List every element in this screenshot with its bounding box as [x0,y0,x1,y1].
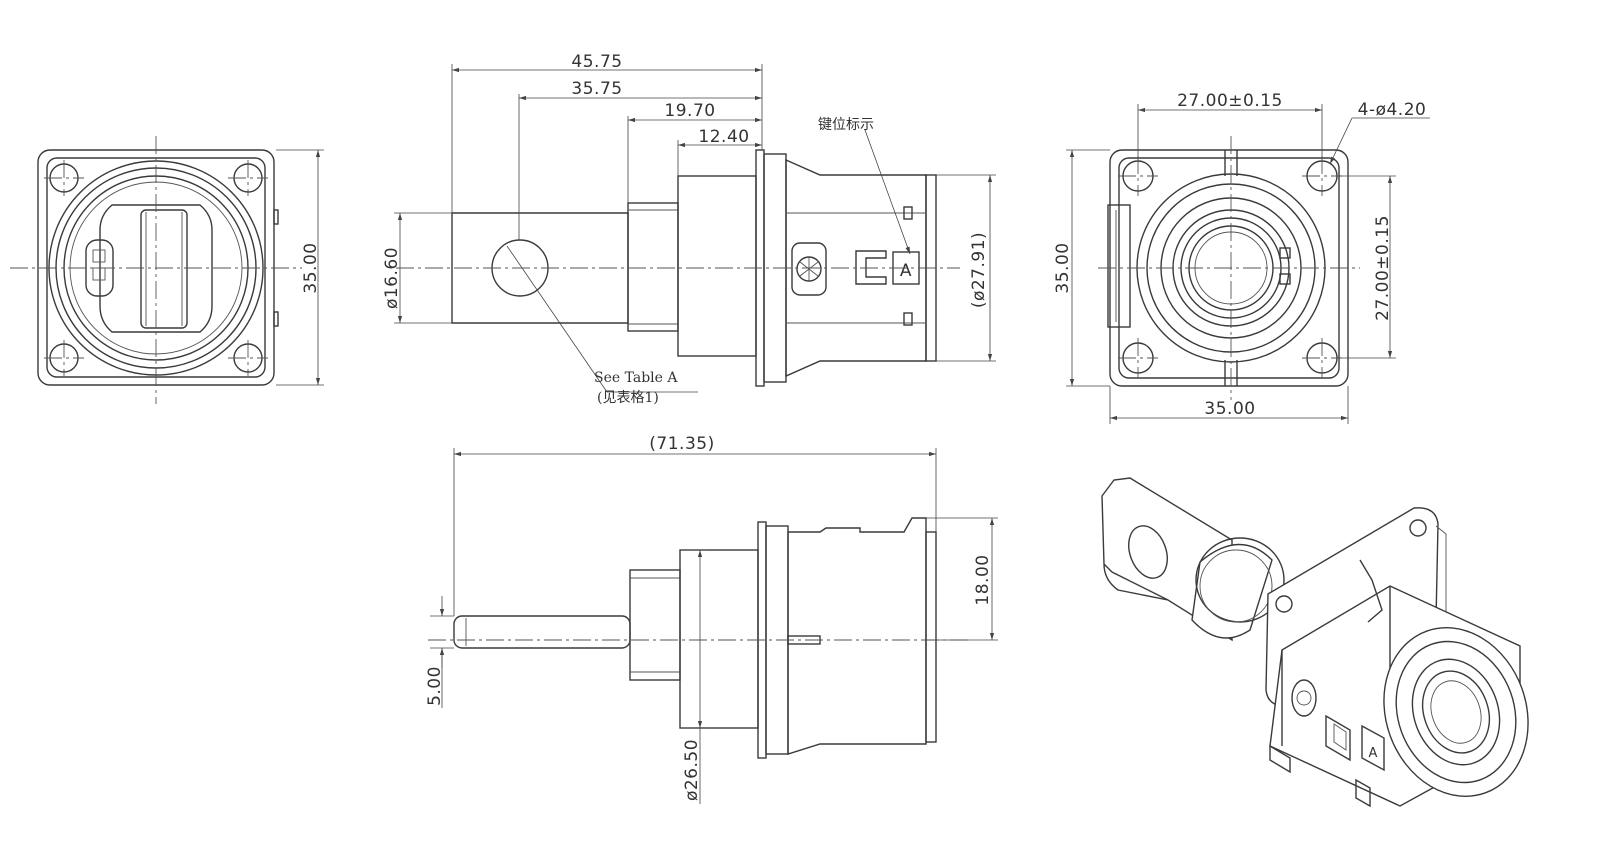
front-view: 35.00 [10,136,324,404]
side-outer-diameter-dim: (ø27.91) [969,232,989,308]
side-overall-dim: 45.75 [571,52,622,72]
side-flange-offset-dim: 12.40 [698,127,749,147]
side-tab-width-dim: ø16.60 [382,247,402,309]
bottom-overall-dim: (71.35) [649,434,714,454]
front-height-dim: 35.00 [301,242,321,293]
side-view: A 45.75 35.75 19.70 12.40 ø16.60 (ø27.91… [382,52,996,406]
side-body-to-flange-dim: 19.70 [664,101,715,121]
table-ref-label: See Table A [594,370,678,386]
table-ref-cn-label: (见表格1) [597,390,659,406]
iso-key-letter: A [1369,746,1378,761]
rear-hole-spacing-h-dim: 27.00±0.15 [1177,91,1283,111]
side-hole-center-dim: 35.75 [571,79,622,99]
isometric-view: A [1101,477,1529,808]
key-marker-label: 键位标示 [818,117,874,133]
bottom-view: (71.35) 18.00 5.00 ø26.50 [425,434,998,804]
rear-width-dim: 35.00 [1204,399,1255,419]
rear-hole-spec-label: 4-ø4.20 [1358,100,1427,120]
rear-hole-spacing-v-dim: 27.00±0.15 [1373,215,1393,321]
rear-view: 27.00±0.15 4-ø4.20 35.00 27.00±0.15 35.0… [1053,91,1430,424]
side-key-letter: A [900,261,912,281]
bottom-body-diameter-dim: ø26.50 [682,739,702,801]
rear-height-dim: 35.00 [1053,242,1073,293]
bottom-tab-thickness-dim: 5.00 [425,666,445,706]
bottom-height-dim: 18.00 [973,554,993,605]
